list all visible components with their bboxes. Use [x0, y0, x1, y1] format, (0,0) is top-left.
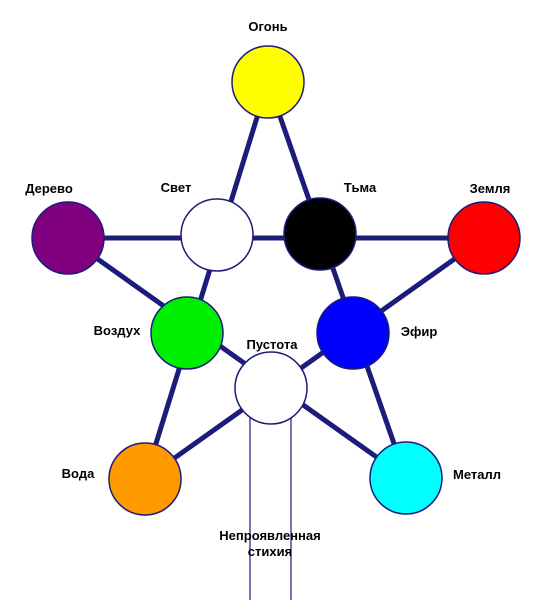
node-water — [108, 442, 182, 516]
label-metal: Металл — [453, 467, 501, 482]
node-earth — [447, 201, 521, 275]
edge-earth-water — [142, 235, 487, 482]
edge-fire-water — [142, 79, 271, 482]
node-light — [180, 198, 254, 272]
node-void — [234, 351, 308, 425]
node-air — [150, 296, 224, 370]
node-ether — [316, 296, 390, 370]
label-void: Пустота — [247, 337, 299, 352]
label-unmanifest-line1: Непроявленная — [219, 528, 320, 543]
edge-wood-metal — [65, 235, 409, 481]
label-earth: Земля — [470, 181, 511, 196]
label-fire: Огонь — [248, 19, 287, 34]
connection-lines — [65, 79, 487, 482]
node-wood — [31, 201, 105, 275]
label-light: Свет — [161, 180, 192, 195]
label-dark: Тьма — [344, 180, 377, 195]
node-fire — [231, 45, 305, 119]
label-unmanifest-line2: стихия — [248, 544, 292, 559]
node-dark — [283, 197, 357, 271]
label-ether: Эфир — [401, 324, 438, 339]
edge-fire-metal — [265, 79, 409, 481]
unmanifest-channel — [249, 418, 292, 600]
element-nodes — [31, 45, 521, 516]
node-labels: Огонь Дерево Свет Тьма Земля Воздух Эфир… — [25, 19, 510, 559]
node-metal — [369, 441, 443, 515]
label-wood: Дерево — [25, 181, 73, 196]
label-water: Вода — [62, 466, 95, 481]
label-air: Воздух — [94, 323, 141, 338]
